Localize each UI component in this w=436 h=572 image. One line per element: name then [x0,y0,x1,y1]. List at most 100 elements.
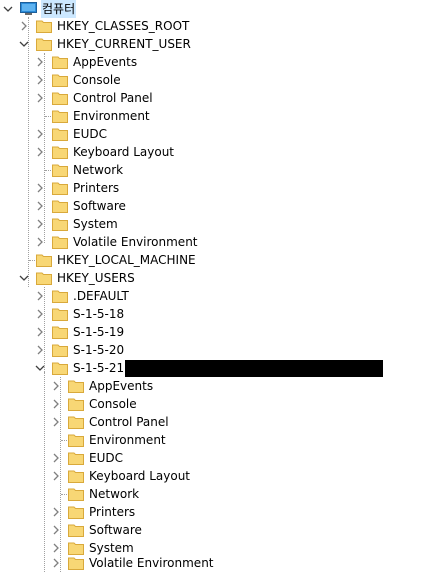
tree-node-key[interactable]: System [34,215,119,233]
tree-node-key[interactable]: AppEvents [34,53,138,71]
computer-icon [20,2,37,16]
tree-node-key[interactable]: S-1-5-20 [34,341,125,359]
folder-icon [52,109,68,123]
tree-node-hkey-current-user[interactable]: HKEY_CURRENT_USER [18,35,192,53]
tree-node-key[interactable]: Volatile Environment [34,233,199,251]
tree-node-key[interactable]: EUDC [50,449,124,467]
tree-node-key[interactable]: Printers [50,503,136,521]
chevron-right-icon[interactable] [50,413,62,431]
tree-node-key[interactable]: .DEFAULT [34,287,130,305]
tree-node-key[interactable]: System [50,539,135,557]
tree-node-label: Control Panel [73,91,153,105]
tree-node-key[interactable]: S-1-5-18 [34,305,125,323]
tree-guide-line [29,260,37,261]
folder-open-icon [36,37,52,51]
tree-node-key[interactable]: Control Panel [50,413,170,431]
folder-icon [68,379,84,393]
folder-icon [52,217,68,231]
tree-node-label: HKEY_CLASSES_ROOT [57,19,190,33]
folder-icon [68,556,84,570]
tree-guide-line [60,377,61,572]
tree-node-key[interactable]: Console [34,71,122,89]
folder-icon [52,199,68,213]
tree-guide-line [61,494,71,495]
tree-node-label: AppEvents [89,379,154,393]
tree-node-key[interactable]: Network [50,485,140,503]
chevron-right-icon[interactable] [34,323,46,341]
chevron-right-icon[interactable] [50,449,62,467]
tree-node-key[interactable]: Console [50,395,138,413]
tree-node-key[interactable]: S-1-5-19 [34,323,125,341]
chevron-right-icon[interactable] [34,125,46,143]
folder-icon [68,397,84,411]
tree-node-key[interactable]: AppEvents [50,377,154,395]
tree-node-hkey-classes-root[interactable]: HKEY_CLASSES_ROOT [18,17,190,35]
tree-node-key[interactable]: Keyboard Layout [34,143,175,161]
tree-node-key[interactable]: Software [34,197,127,215]
folder-icon [68,469,84,483]
folder-icon [52,289,68,303]
chevron-right-icon[interactable] [34,53,46,71]
tree-node-key[interactable]: EUDC [34,125,108,143]
tree-node-key[interactable]: Network [34,161,124,179]
folder-icon [52,343,68,357]
chevron-right-icon[interactable] [18,17,30,35]
chevron-right-icon[interactable] [34,89,46,107]
tree-node-key[interactable]: Software [50,521,143,539]
chevron-right-icon[interactable] [34,143,46,161]
tree-node-key[interactable]: Printers [34,179,120,197]
chevron-right-icon[interactable] [50,554,62,572]
chevron-down-icon[interactable] [18,269,30,287]
folder-icon [68,505,84,519]
folder-icon [52,55,68,69]
chevron-right-icon[interactable] [50,503,62,521]
folder-open-icon [36,271,52,285]
chevron-right-icon[interactable] [50,467,62,485]
chevron-right-icon[interactable] [34,287,46,305]
tree-node-computer[interactable]: 컴퓨터 [2,0,77,18]
tree-node-label: HKEY_LOCAL_MACHINE [57,253,196,267]
chevron-right-icon[interactable] [50,377,62,395]
chevron-right-icon[interactable] [34,233,46,251]
tree-node-label: Keyboard Layout [73,145,175,159]
folder-icon [36,19,52,33]
tree-node-label: S-1-5-19 [73,325,125,339]
chevron-right-icon[interactable] [34,341,46,359]
tree-node-label: System [89,541,134,555]
tree-guide-line [28,17,29,287]
chevron-right-icon[interactable] [34,305,46,323]
chevron-down-icon[interactable] [34,359,46,377]
chevron-right-icon[interactable] [34,179,46,197]
folder-icon [52,127,68,141]
tree-node-key-sid[interactable]: S-1-5-21 [34,359,384,377]
folder-open-icon [52,361,68,375]
folder-icon [52,91,68,105]
folder-icon [68,415,84,429]
folder-icon [68,433,84,447]
tree-node-label: Printers [73,181,120,195]
tree-node-key[interactable]: Environment [34,107,151,125]
chevron-down-icon[interactable] [18,35,30,53]
tree-node-hkey-users[interactable]: HKEY_USERS [18,269,136,287]
chevron-right-icon[interactable] [50,521,62,539]
tree-node-key[interactable]: Control Panel [34,89,154,107]
tree-node-key[interactable]: Environment [50,431,167,449]
chevron-right-icon[interactable] [34,71,46,89]
tree-node-key[interactable]: Keyboard Layout [50,467,191,485]
tree-node-label: HKEY_CURRENT_USER [57,37,191,51]
chevron-right-icon[interactable] [50,395,62,413]
tree-node-label: Printers [89,505,136,519]
chevron-right-icon[interactable] [34,215,46,233]
tree-node-key[interactable]: Volatile Environment [50,554,215,572]
chevron-right-icon[interactable] [34,197,46,215]
tree-node-label: AppEvents [73,55,138,69]
tree-guide-line [61,440,71,441]
chevron-right-icon[interactable] [50,539,62,557]
tree-guide-line [45,170,55,171]
folder-icon [68,451,84,465]
tree-node-hkey-local-machine[interactable]: HKEY_LOCAL_MACHINE [18,251,197,269]
tree-node-label: Console [89,397,137,411]
tree-guide-line [44,287,45,372]
chevron-down-icon[interactable] [2,0,14,18]
